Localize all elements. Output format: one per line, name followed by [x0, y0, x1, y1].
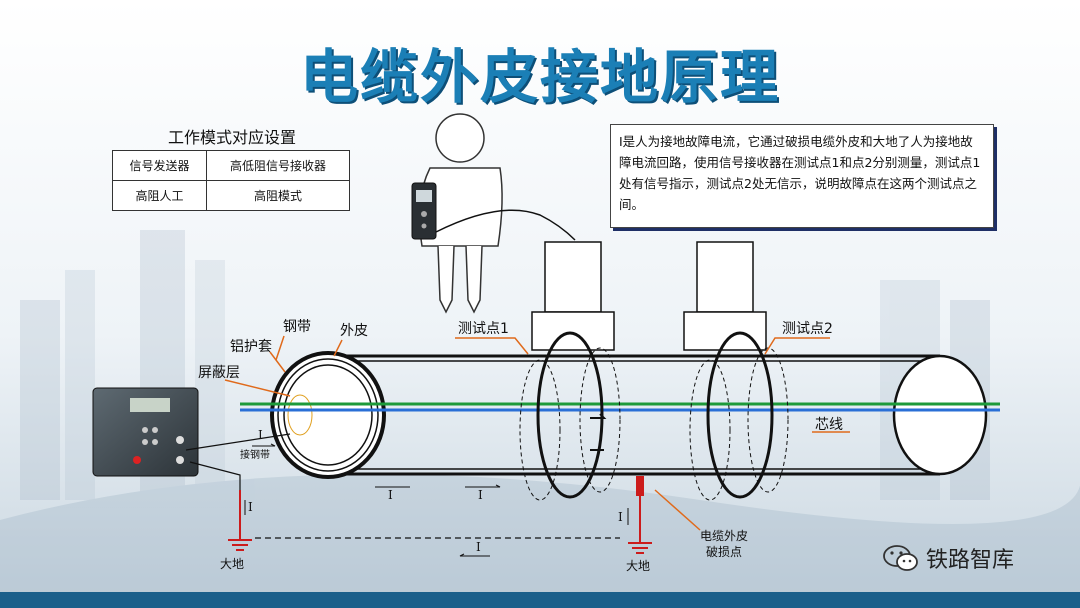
current-label: I — [618, 510, 623, 524]
table-row: 高阻人工 高阻模式 — [112, 180, 351, 211]
table-cell: 高低阻信号接收器 — [205, 150, 351, 181]
table-cell: 高阻模式 — [205, 180, 351, 211]
current-label: I — [476, 540, 481, 554]
current-label: I — [388, 488, 393, 502]
table-row: 信号发送器 高低阻信号接收器 — [112, 150, 351, 181]
receiver-icon — [411, 182, 576, 241]
label-steel-band: 钢带 — [283, 319, 311, 335]
test-clamp-2 — [683, 241, 789, 501]
leader-lines — [224, 335, 850, 531]
test-clamp-1 — [519, 241, 621, 501]
label-test-point-2: 测试点2 — [782, 321, 833, 337]
cable-body — [270, 351, 988, 479]
table-cell: 高阻人工 — [112, 180, 207, 211]
person-figure — [418, 113, 503, 314]
wire-steel-band — [185, 433, 291, 451]
current-label: I — [258, 428, 263, 442]
brand-watermark: 铁路智库 — [882, 540, 1014, 576]
current-label: I — [478, 488, 483, 502]
label-connect-steel-band: 接钢带 — [240, 450, 270, 461]
ground-symbol-left — [228, 490, 252, 551]
current-arrows — [244, 443, 629, 557]
table-cell: 信号发送器 — [112, 150, 207, 181]
bottom-bar — [0, 592, 1080, 608]
description-box: Ⅰ是人为接地故障电流，它通过破损电缆外皮和大地了人为接地故障电流回路，使用信号接… — [610, 124, 994, 228]
brand-text: 铁路智库 — [926, 548, 1015, 573]
ground-symbol-right — [628, 476, 652, 554]
label-earth-right: 大地 — [626, 559, 651, 573]
mode-table: 信号发送器 高低阻信号接收器 高阻人工 高阻模式 — [112, 150, 351, 211]
wechat-icon — [883, 545, 918, 571]
label-aluminum-sheath: 铝护套 — [230, 339, 272, 355]
label-outer-skin: 外皮 — [340, 323, 368, 339]
signal-transmitter — [92, 387, 199, 477]
current-label: I — [248, 500, 253, 514]
mode-table-title: 工作模式对应设置 — [167, 128, 296, 147]
page-title: 电缆外皮接地原理 — [299, 43, 780, 111]
label-shield-layer: 屏蔽层 — [198, 365, 240, 381]
label-test-point-1: 测试点1 — [458, 321, 509, 337]
label-core-wire: 芯线 — [815, 417, 843, 433]
label-earth-left: 大地 — [220, 557, 245, 571]
label-damage-point: 电缆外皮 破损点 — [700, 529, 749, 559]
